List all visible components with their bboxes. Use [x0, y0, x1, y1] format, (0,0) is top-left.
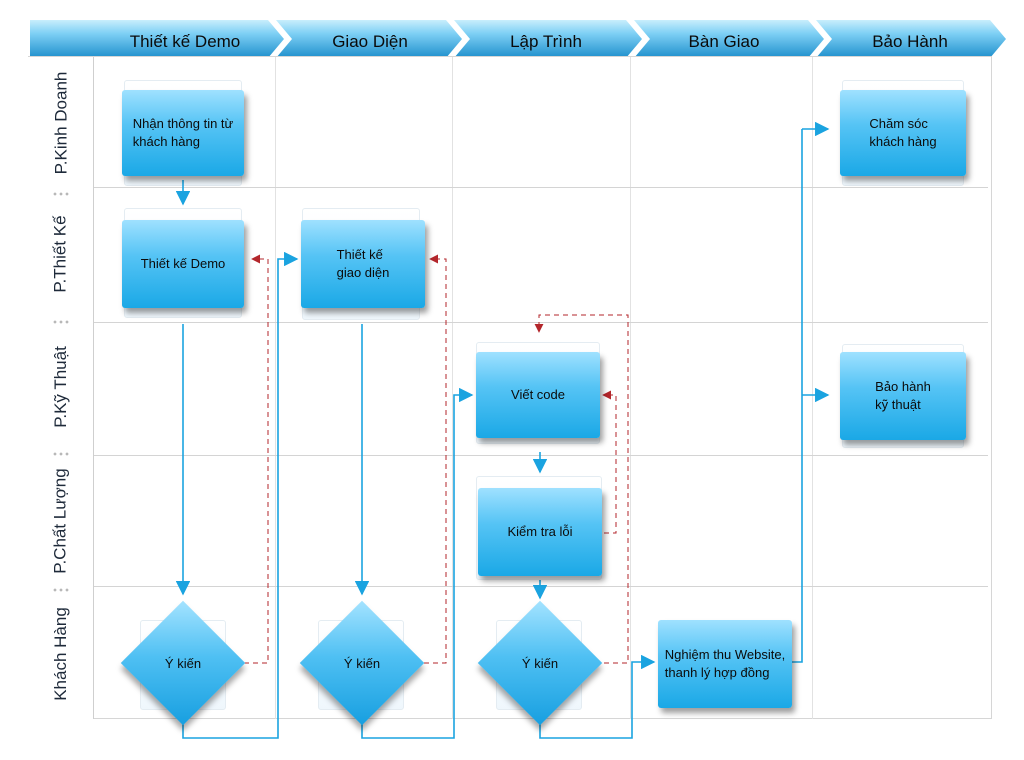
phase-arrow-3	[454, 20, 642, 58]
node-customer-care[interactable]: Chăm sóc khách hàng	[840, 90, 966, 176]
column-divider	[275, 57, 276, 719]
lane-separator-dots	[52, 192, 70, 196]
decision-feedback-ui[interactable]: Ý kiến	[299, 600, 425, 726]
lane-title-design: P.Thiết Kế	[51, 215, 70, 293]
decision-label: Ý kiến	[521, 655, 559, 671]
decision-feedback-code[interactable]: Ý kiến	[477, 600, 603, 726]
phase-header	[30, 20, 1006, 58]
node-design-ui[interactable]: Thiết kế giao diện	[301, 220, 425, 308]
decision-label: Ý kiến	[343, 655, 381, 671]
lane-separator-dots	[52, 320, 70, 324]
lane-separator-dots	[52, 452, 70, 456]
lane-divider	[94, 586, 988, 587]
lane-divider	[94, 322, 988, 323]
phase-label-warranty: Bảo Hành	[872, 32, 948, 51]
node-acceptance[interactable]: Nghiệm thu Website, thanh lý hợp đồng	[658, 620, 792, 708]
phase-arrow-5	[816, 20, 1006, 58]
node-check-errors[interactable]: Kiểm tra lỗi	[478, 488, 602, 576]
phase-label-programming: Lập Trình	[510, 32, 582, 51]
column-divider	[812, 57, 813, 719]
lane-title-quality: P.Chất Lượng	[51, 468, 70, 574]
phase-arrow-2	[276, 20, 462, 58]
phase-arrow-1	[30, 20, 284, 58]
node-design-demo[interactable]: Thiết kế Demo	[122, 220, 244, 308]
decision-feedback-demo[interactable]: Ý kiến	[120, 600, 246, 726]
lane-divider	[94, 455, 988, 456]
decision-label: Ý kiến	[164, 655, 202, 671]
phase-label-handover: Bàn Giao	[688, 32, 760, 51]
lane-title-sales: P.Kinh Doanh	[51, 71, 70, 175]
lane-divider	[94, 187, 988, 188]
phase-arrow-4	[634, 20, 824, 58]
lane-title-technical: P.Kỹ Thuật	[51, 346, 71, 428]
node-receive-info[interactable]: Nhận thông tin từ khách hàng	[122, 90, 244, 176]
column-divider	[630, 57, 631, 719]
lane-separator-dots	[52, 588, 70, 592]
phase-label-ui: Giao Diện	[332, 32, 408, 51]
node-write-code[interactable]: Viết code	[476, 352, 600, 438]
node-tech-warranty[interactable]: Bảo hành kỹ thuật	[840, 352, 966, 440]
phase-label-design-demo: Thiết kế Demo	[129, 32, 241, 51]
lane-title-customer: Khách Hàng	[51, 606, 71, 701]
column-divider	[452, 57, 453, 719]
lane-title-column	[28, 57, 94, 719]
